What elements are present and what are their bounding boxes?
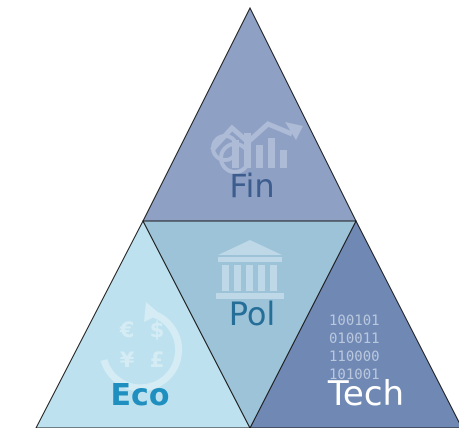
binary-line: 100101 [329,313,380,329]
label-eco: Eco [111,378,170,413]
government-building-icon [216,240,284,299]
currency-pound: £ [150,348,165,372]
currency-yen: ¥ [120,348,135,372]
label-tech: Tech [327,374,404,414]
segment-pol [142,220,357,428]
label-pol: Pol [229,295,276,333]
binary-code-icon: 100101 010011 110000 101001 [329,313,380,383]
label-fin: Fin [229,167,274,205]
binary-line: 110000 [329,349,380,365]
binary-line: 010011 [329,331,380,347]
finance-chart-icon [210,121,303,174]
currency-euro: € [119,318,135,342]
currency-dollar: $ [150,318,165,342]
currency-cycle-icon: € $ ¥ £ [100,302,183,392]
binary-line: 101001 [329,367,380,383]
